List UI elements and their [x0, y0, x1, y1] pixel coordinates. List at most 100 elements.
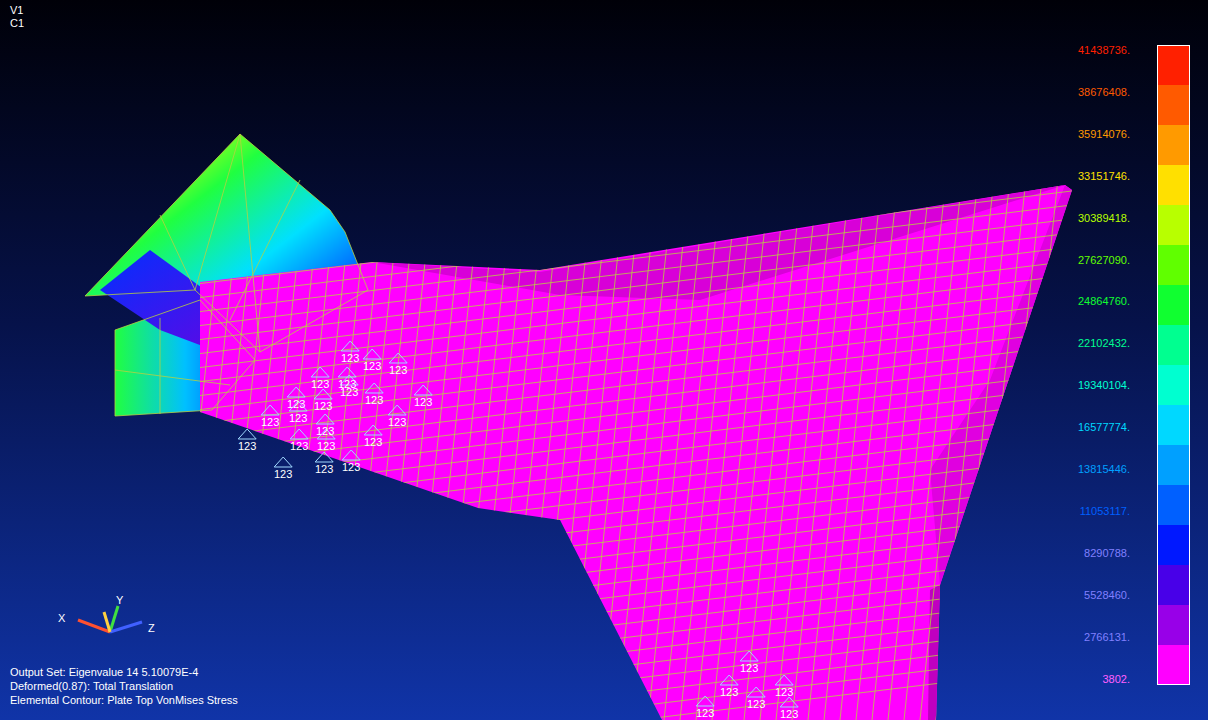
mesh-line [232, 160, 292, 720]
legend-swatch [1158, 205, 1190, 245]
mesh-line [536, 160, 596, 720]
mesh-line [180, 498, 1080, 608]
constraint-symbol [740, 651, 758, 661]
status-text: Output Set: Eigenvalue 14 5.10079E-4 [10, 666, 198, 679]
mesh-line [920, 160, 980, 720]
constraint-label: 123 [364, 436, 382, 449]
legend-value: 19340104. [1030, 379, 1130, 392]
mesh-line [792, 160, 852, 720]
mesh-line [180, 302, 1080, 412]
mesh-line [184, 160, 244, 720]
legend-swatch [1158, 405, 1190, 445]
mesh-line [408, 160, 468, 720]
view-label: V1 [10, 4, 23, 17]
mesh-line [200, 160, 260, 720]
mesh-line [760, 160, 820, 720]
constraint-label: 123 [238, 440, 256, 453]
constraint-label: 123 [261, 416, 279, 429]
constraint-label: 123 [780, 708, 798, 720]
mesh-line [824, 160, 884, 720]
mesh-line [180, 246, 1080, 356]
mesh-line [180, 610, 1080, 720]
constraint-label: 123 [341, 352, 359, 365]
mesh-line [888, 160, 948, 720]
view-label: C1 [10, 17, 24, 30]
mesh-line [180, 442, 1080, 552]
mesh-line [520, 160, 580, 720]
mesh-line [180, 456, 1080, 566]
status-text: Elemental Contour: Plate Top VonMises St… [10, 694, 238, 707]
axis-label: Y [116, 594, 123, 607]
legend-swatch [1158, 245, 1190, 285]
legend-swatch [1158, 645, 1190, 685]
mesh-line [180, 470, 1080, 580]
constraint-label: 123 [342, 461, 360, 474]
mesh-line [180, 428, 1080, 538]
constraint-symbol [363, 349, 381, 359]
legend-value: 11053117. [1030, 505, 1130, 518]
legend-value: 24864760. [1030, 295, 1130, 308]
constraint-label: 123 [775, 686, 793, 699]
legend-swatch [1158, 365, 1190, 405]
legend-value: 8290788. [1030, 547, 1130, 560]
legend-swatch [1158, 525, 1190, 565]
constraint-label: 123 [311, 378, 329, 391]
legend-value: 5528460. [1030, 589, 1130, 602]
legend-value: 27627090. [1030, 254, 1130, 267]
mesh-line [328, 160, 388, 720]
constraint-label: 123 [696, 707, 714, 720]
legend-value: 38676408. [1030, 86, 1130, 99]
mesh-line [180, 232, 1080, 342]
mesh-line [180, 344, 1080, 454]
constraint-label: 123 [287, 398, 305, 411]
mesh-line [180, 218, 1080, 328]
mesh-line [872, 160, 932, 720]
constraint-symbol [696, 696, 714, 706]
constraint-label: 123 [720, 686, 738, 699]
constraint-symbol [747, 687, 765, 697]
mesh-line [168, 160, 228, 720]
mesh-line [568, 160, 628, 720]
mesh-line [180, 652, 1080, 720]
mesh-line [344, 160, 404, 720]
constraint-symbol [780, 697, 798, 707]
constraint-symbol [261, 405, 279, 415]
constraint-label: 123 [274, 468, 292, 481]
status-text: Deformed(0.87): Total Translation [10, 680, 173, 693]
constraint-label: 123 [363, 360, 381, 373]
mesh-line [280, 160, 340, 720]
mesh-line [600, 160, 660, 720]
mesh-line [180, 484, 1080, 594]
constraint-symbol [775, 675, 793, 685]
legend-value: 13815446. [1030, 463, 1130, 476]
mesh-line [664, 160, 724, 720]
legend-swatch [1158, 565, 1190, 605]
mesh-line [248, 160, 308, 720]
mesh-line [180, 162, 1080, 272]
mesh-line [180, 414, 1080, 524]
constraint-label: 123 [747, 698, 765, 711]
constraint-label: 123 [315, 463, 333, 476]
mesh-line [392, 160, 452, 720]
mesh-line [180, 330, 1080, 440]
constraint-label: 123 [414, 396, 432, 409]
constraint-label: 123 [314, 400, 332, 413]
legend-swatch [1158, 85, 1190, 125]
constraint-symbol [364, 425, 382, 435]
legend-value: 35914076. [1030, 128, 1130, 141]
mesh-line [1032, 160, 1092, 720]
mesh-line [180, 596, 1080, 706]
mesh-line [180, 386, 1080, 496]
legend-swatch [1158, 325, 1190, 365]
constraint-label: 123 [317, 440, 335, 453]
constraint-symbol [389, 353, 407, 363]
mesh-line [180, 582, 1080, 692]
constraint-symbol [314, 389, 332, 399]
mesh-line [180, 148, 1080, 258]
mesh-line [776, 160, 836, 720]
constraint-symbol [720, 675, 738, 685]
mesh-line [180, 638, 1080, 720]
constraint-symbol [274, 457, 292, 467]
mesh-line [456, 160, 516, 720]
